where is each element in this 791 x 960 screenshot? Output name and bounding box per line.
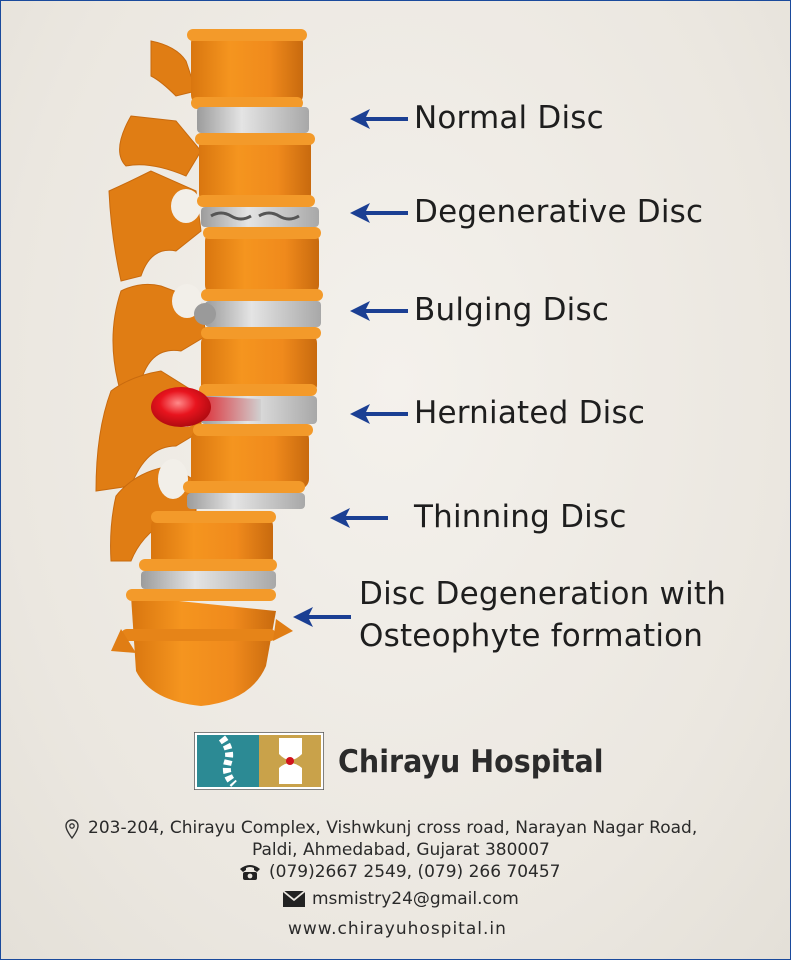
hospital-name: Chirayu Hospital <box>338 744 604 780</box>
vertebral-bodies <box>111 29 323 706</box>
address-line-1: 203-204, Chirayu Complex, Vishwkunj cros… <box>88 818 698 838</box>
website-link[interactable]: www.chirayuhospital.in <box>288 919 507 939</box>
hospital-logo <box>194 732 324 790</box>
arrow-icon <box>293 607 351 627</box>
label-osteophyte-line1: Disc Degeneration with <box>359 576 727 612</box>
phone-numbers: (079)2667 2549, (079) 266 70457 <box>269 862 561 882</box>
arrow-icon <box>350 301 408 321</box>
osteophyte-disc <box>141 571 276 589</box>
label-degenerative-disc: Degenerative Disc <box>414 194 704 230</box>
spine-illustration <box>95 29 323 706</box>
bulging-disc <box>205 301 321 327</box>
label-osteophyte-line2: Osteophyte formation <box>359 618 704 654</box>
label-normal-disc: Normal Disc <box>414 100 604 136</box>
thinning-disc <box>187 493 305 509</box>
phone-icon <box>240 865 260 880</box>
herniation <box>151 387 211 427</box>
email-link[interactable]: msmistry24@gmail.com <box>312 889 519 909</box>
arrow-icon <box>350 404 408 424</box>
location-pin-icon <box>65 819 79 839</box>
label-bulging-disc: Bulging Disc <box>414 292 610 328</box>
label-thinning-disc: Thinning Disc <box>414 499 627 535</box>
discs <box>141 107 321 589</box>
address-line-2: Paldi, Ahmedabad, Gujarat 380007 <box>252 840 550 860</box>
envelope-icon <box>283 891 305 907</box>
arrow-icon <box>350 109 408 129</box>
label-herniated-disc: Herniated Disc <box>414 395 646 431</box>
arrow-icon <box>330 508 388 528</box>
arrow-icon <box>350 203 408 223</box>
normal-disc <box>197 107 309 133</box>
